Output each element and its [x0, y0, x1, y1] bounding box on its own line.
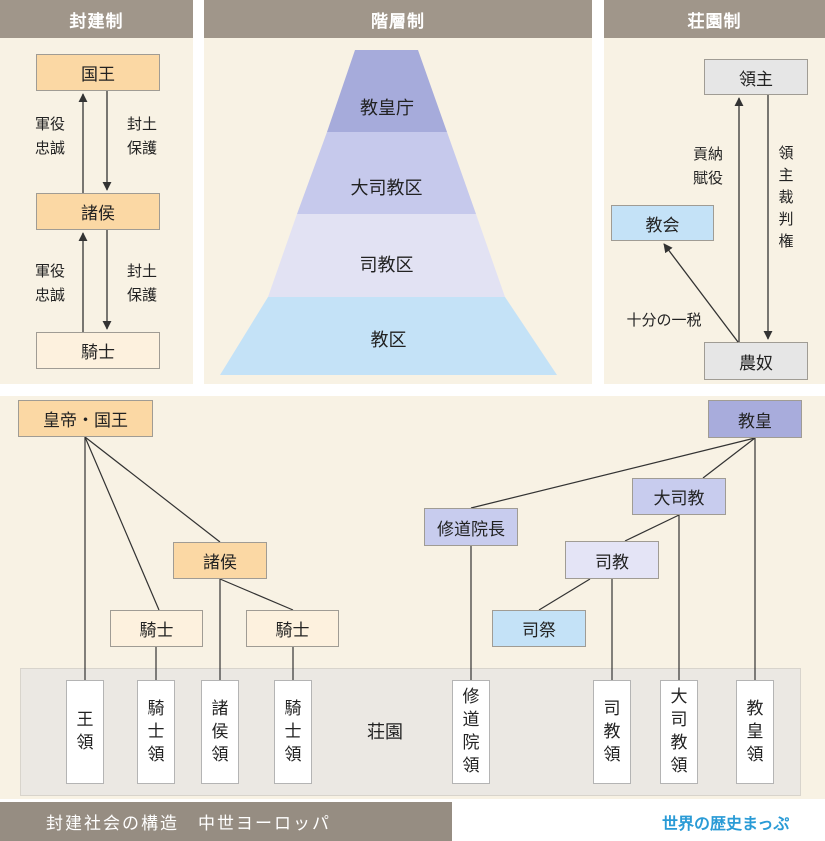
- pyramid-level-1: [327, 50, 447, 132]
- site-logo: 世界の歴史まっぷ: [662, 814, 790, 833]
- service-loyalty-upper: 軍役 忠誠: [34, 115, 65, 157]
- hierarchy-level-diocese: 司教区: [359, 255, 414, 276]
- tithe-label: 十分の一税: [626, 311, 702, 329]
- jurisdiction-label: 領 主 裁 判 権: [778, 144, 794, 250]
- hierarchy-level-papal-curia: 教皇庁: [360, 98, 414, 119]
- emperor-king-box: 皇帝・国王: [18, 400, 153, 437]
- footer-caption: 封建社会の構造 中世ヨーロッパ: [0, 802, 452, 841]
- hierarchy-level-archdiocese: 大司教区: [350, 178, 423, 199]
- king-box: 国王: [36, 54, 160, 91]
- structure-knight-right-box: 騎士: [246, 610, 339, 647]
- pyramid-level-2: [297, 132, 476, 214]
- pyramid-level-4: [220, 297, 557, 375]
- bishop-domain-box: 司 教 領: [593, 680, 631, 784]
- lord-domain-box: 諸 侯 領: [201, 680, 239, 784]
- fief-protection-upper: 封土 保護: [126, 115, 157, 157]
- papal-domain-box: 教 皇 領: [736, 680, 774, 784]
- structure-knight-left-box: 騎士: [110, 610, 203, 647]
- manor-label: 荘園: [367, 722, 403, 743]
- bishop-box: 司教: [565, 541, 659, 579]
- hierarchy-level-parish: 教区: [370, 330, 407, 351]
- archbishop-domain-box: 大 司 教 領: [660, 680, 698, 784]
- knight-domain-left-box: 騎 士 領: [137, 680, 175, 784]
- pope-box: 教皇: [708, 400, 802, 438]
- feudal-title: 封建制: [0, 0, 193, 38]
- lord-box: 領主: [704, 59, 808, 95]
- lords-box: 諸侯: [36, 193, 160, 230]
- manor-system-title: 荘園制: [604, 0, 825, 38]
- royal-domain-box: 王 領: [66, 680, 104, 784]
- hierarchy-title: 階層制: [204, 0, 592, 38]
- serf-box: 農奴: [704, 342, 808, 380]
- monastery-domain-box: 修 道 院 領: [452, 680, 490, 784]
- fief-protection-lower: 封土 保護: [126, 262, 157, 304]
- service-loyalty-lower: 軍役 忠誠: [34, 262, 65, 304]
- priest-box: 司祭: [492, 610, 586, 647]
- knight-domain-right-box: 騎 士 領: [274, 680, 312, 784]
- tribute-label: 貢納 賦役: [692, 145, 723, 187]
- archbishop-box: 大司教: [632, 478, 726, 515]
- structure-lords-box: 諸侯: [173, 542, 267, 579]
- knights-box: 騎士: [36, 332, 160, 369]
- pyramid-level-3: [268, 214, 505, 297]
- church-box: 教会: [611, 205, 714, 241]
- abbot-box: 修道院長: [424, 508, 518, 546]
